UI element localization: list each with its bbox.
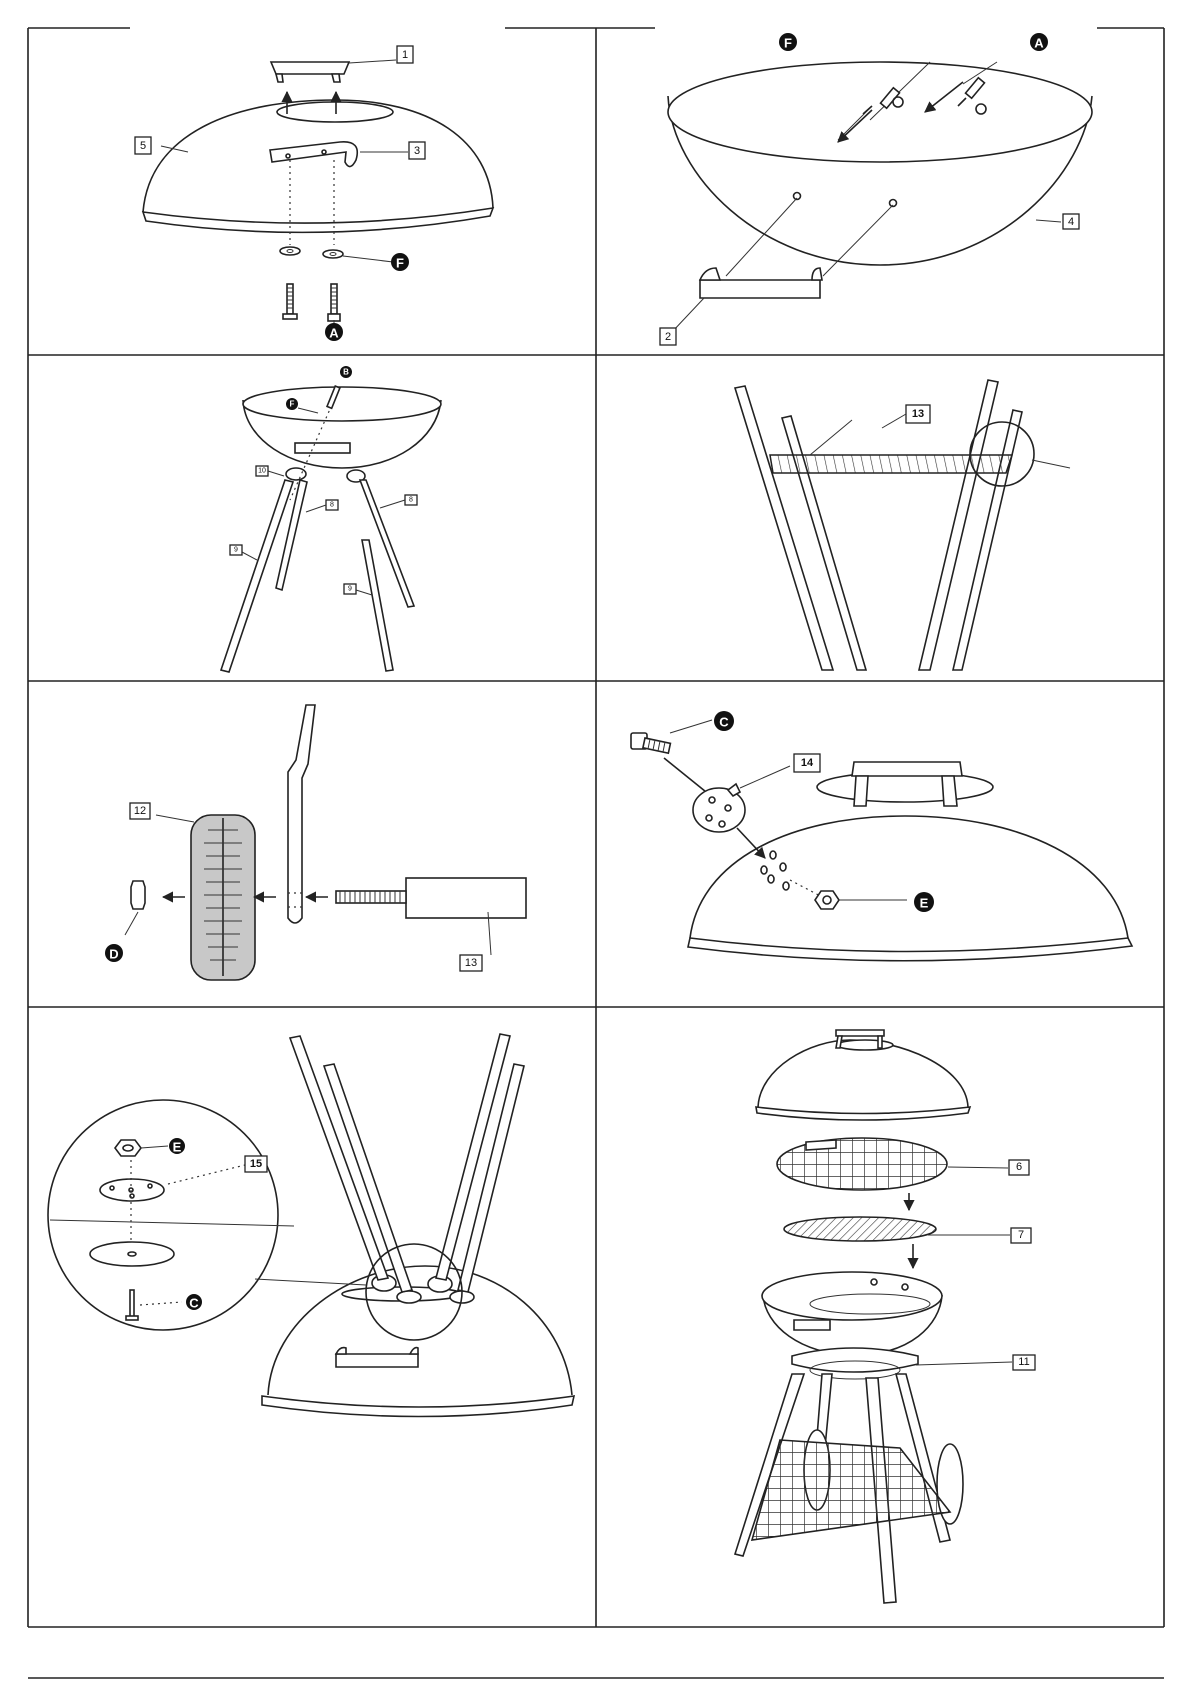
hardware-label-e: E <box>920 896 929 911</box>
part-label-15: 15 <box>250 1158 262 1170</box>
part-label-12: 12 <box>134 805 146 817</box>
part-label-11: 11 <box>1018 1356 1029 1368</box>
panel-6-lid-vent: 14 C E <box>631 711 1132 961</box>
bolt-c-part <box>631 733 670 753</box>
part-label-8: 8 <box>330 502 334 509</box>
hardware-label-f: F <box>396 256 404 271</box>
part-label-7: 7 <box>1018 1229 1024 1241</box>
wheel-part <box>191 815 255 980</box>
part-label-13: 13 <box>912 408 924 420</box>
panel-3-legs: B F 10 8 8 9 9 <box>221 366 441 672</box>
part-label-14: 14 <box>801 757 814 769</box>
bolt-a-pair <box>283 284 340 321</box>
part-label-9: 9 <box>234 547 238 554</box>
hardware-label-d: D <box>109 947 118 962</box>
panel-8-final-assembly: 6 7 11 <box>735 1030 1035 1603</box>
hardware-label-c: C <box>719 715 729 730</box>
panel-2-bowl-handle: 4 2 F A <box>660 33 1092 345</box>
part-label-10: 10 <box>258 468 266 475</box>
panel-4-shelf: 13 <box>735 380 1070 670</box>
hardware-label-f-2: F <box>784 36 792 51</box>
part-label-6: 6 <box>1016 1161 1022 1173</box>
bowl-handle-part <box>700 268 822 298</box>
hardware-label-c-2: C <box>189 1296 199 1311</box>
hardware-label-b: B <box>343 368 349 377</box>
panel-1-lid-handle: 1 3 5 F A <box>135 46 493 341</box>
part-label-8-b: 8 <box>409 497 413 504</box>
part-label-9-b: 9 <box>348 586 352 593</box>
hardware-label-a-2: A <box>1034 36 1044 51</box>
part-label-3: 3 <box>414 145 420 157</box>
part-label-4: 4 <box>1068 216 1074 228</box>
hardware-label-e-2: E <box>173 1140 182 1155</box>
hardware-label-f-3: F <box>290 400 295 409</box>
lid-handle-part <box>271 62 349 82</box>
part-label-2: 2 <box>665 331 671 343</box>
hardware-label-a: A <box>329 326 339 341</box>
part-label-13-b: 13 <box>465 957 477 969</box>
panel-7-ash-plate: 15 E C <box>48 1034 574 1417</box>
part-label-1: 1 <box>402 49 408 61</box>
panel-5-wheel-axle: 12 13 D <box>105 705 526 980</box>
part-label-5: 5 <box>140 140 146 152</box>
